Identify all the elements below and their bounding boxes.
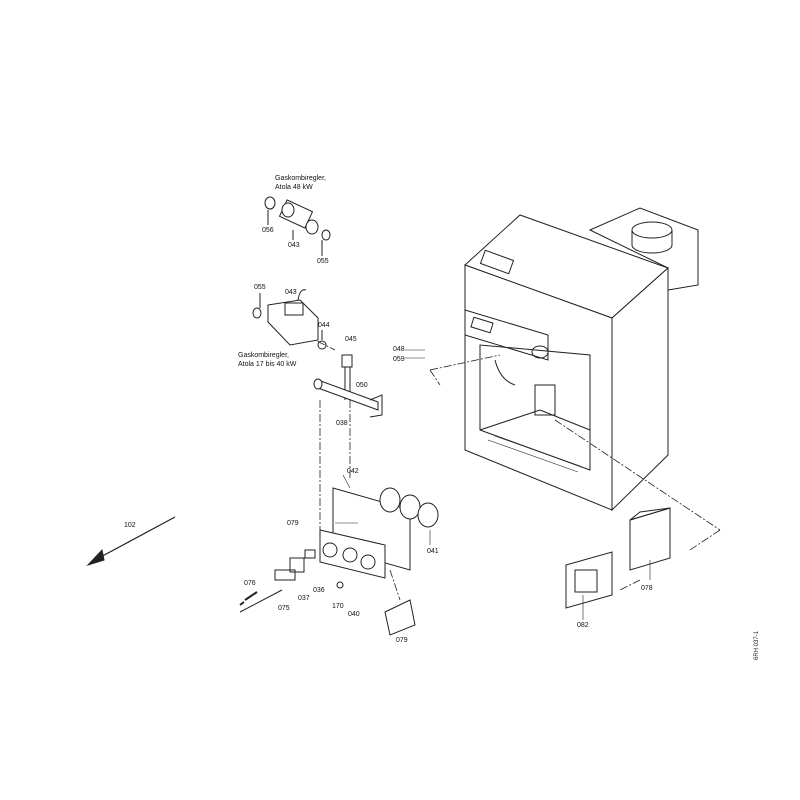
- boiler-cabinet: [464, 207, 699, 512]
- gas-valve-48kw: [264, 196, 331, 256]
- drawing-id: 6RH 037-1: [754, 630, 760, 660]
- part-label-038: 038: [336, 420, 348, 427]
- caption-valve-17-40kw: Gaskombiregler, Atola 17 bis 40 kW: [238, 351, 296, 369]
- part-label-036: 036: [313, 587, 325, 594]
- part-label-042: 042: [347, 468, 359, 475]
- part-label-079: 079: [396, 637, 408, 644]
- burner-assembly: [239, 487, 671, 636]
- caption-line: Atola 48 kW: [275, 184, 313, 191]
- part-label-055: 055: [254, 284, 266, 291]
- gas-manifold: [313, 354, 383, 418]
- gas-valve-17-40kw: [252, 289, 327, 350]
- part-label-055: 055: [317, 258, 329, 265]
- part-label-045: 045: [345, 336, 357, 343]
- part-label-037: 037: [298, 595, 310, 602]
- label-leaders: [335, 349, 651, 620]
- part-label-075: 075: [278, 605, 290, 612]
- caption-line: Gaskombiregler,: [238, 352, 289, 359]
- part-label-048: 048: [393, 346, 405, 353]
- part-label-079: 079: [287, 520, 299, 527]
- part-label-041: 041: [427, 548, 439, 555]
- part-label-102: 102: [124, 522, 136, 529]
- caption-line: Gaskombiregler,: [275, 175, 326, 182]
- part-label-082: 082: [577, 622, 589, 629]
- part-label-170: 170: [332, 603, 344, 610]
- part-label-050: 050: [356, 382, 368, 389]
- part-label-078: 078: [641, 585, 653, 592]
- caption-valve-48kw: Gaskombiregler, Atola 48 kW: [275, 174, 326, 192]
- ignition-cable: [86, 516, 176, 567]
- part-label-059: 059: [393, 356, 405, 363]
- part-label-043: 043: [288, 242, 300, 249]
- part-label-040: 040: [348, 611, 360, 618]
- part-label-043: 043: [285, 289, 297, 296]
- part-label-076: 076: [244, 580, 256, 587]
- part-label-044: 044: [318, 322, 330, 329]
- caption-line: Atola 17 bis 40 kW: [238, 361, 297, 368]
- assembly-lines: [304, 334, 721, 601]
- part-label-056: 056: [262, 227, 274, 234]
